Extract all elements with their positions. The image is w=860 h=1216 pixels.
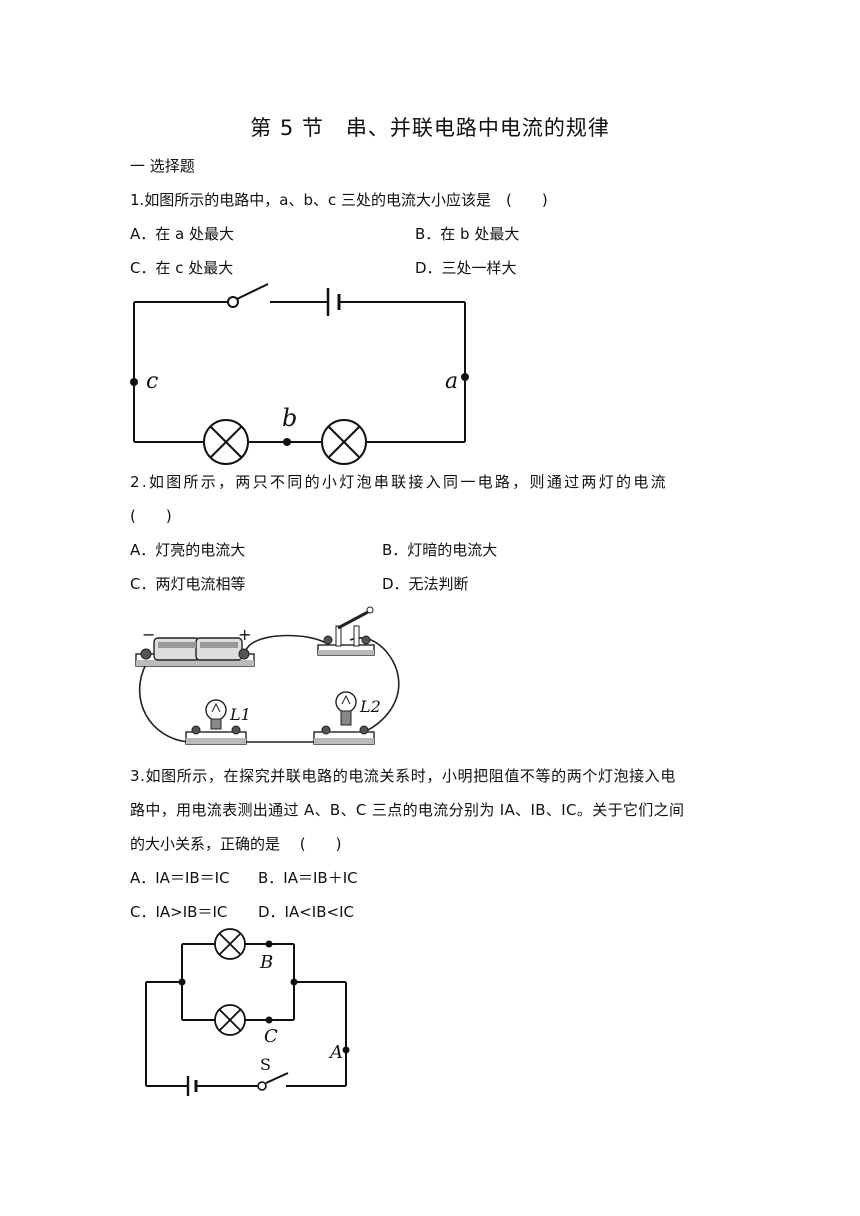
lamp-upper-icon [214, 928, 246, 960]
label-b: b [282, 404, 297, 432]
question-2-stem-line-1: 2.如图所示，两只不同的小灯泡串联接入同一电路，则通过两灯的电流 [130, 473, 668, 491]
question-1-option-d[interactable]: D．三处一样大 [415, 259, 517, 277]
question-3-stem-line-1: 3.如图所示，在探究并联电路的电流关系时，小明把阻值不等的两个灯泡接入电 [130, 767, 676, 785]
node-a [461, 373, 469, 381]
knife-switch-icon [317, 606, 375, 656]
label-c: c [146, 369, 158, 394]
bulb-l1-label: L1 [229, 705, 251, 724]
question-3-option-c[interactable]: C．IA>IB＝IC [130, 903, 228, 921]
question-3-option-a[interactable]: A．IA＝IB＝IC [130, 869, 230, 887]
node-b [283, 438, 291, 446]
question-2-option-c[interactable]: C．两灯电流相等 [130, 575, 246, 593]
question-2-option-d[interactable]: D．无法判断 [382, 575, 469, 593]
label-a: a [445, 369, 458, 394]
bulb-l1-icon [185, 699, 247, 745]
switch-s-blade [265, 1072, 289, 1084]
question-3-stem-line-2: 路中，用电流表测出通过 A、B、C 三点的电流分别为 IA、IB、IC。关于它们… [130, 801, 685, 819]
question-1-stem: 1.如图所示的电路中，a、b、c 三处的电流大小应该是 ( ) [130, 191, 548, 209]
switch-s-pivot [257, 1081, 267, 1091]
battery-positive-label: + [238, 625, 251, 644]
question-2-option-a[interactable]: A．灯亮的电流大 [130, 541, 246, 559]
label-s: S [260, 1055, 271, 1074]
lamp-lower-icon [214, 1004, 246, 1036]
battery-holder-icon [135, 637, 255, 667]
switch-pivot [227, 296, 239, 308]
question-3-stem-line-3: 的大小关系，正确的是 ( ) [130, 835, 342, 853]
question-2-option-b[interactable]: B．灯暗的电流大 [382, 541, 498, 559]
question-3-option-d[interactable]: D．IA<IB<IC [258, 903, 354, 921]
question-1-option-b[interactable]: B．在 b 处最大 [415, 225, 520, 243]
bulb-l2-icon [313, 691, 375, 745]
page-title: 第 5 节 串、并联电路中电流的规律 [250, 116, 610, 140]
question-1-option-a[interactable]: A．在 a 处最大 [130, 225, 234, 243]
node-c-dot [265, 1016, 273, 1024]
question-1-option-c[interactable]: C．在 c 处最大 [130, 259, 234, 277]
bulb-l2-label: L2 [359, 697, 381, 716]
question-3-option-b[interactable]: B．IA＝IB＋IC [258, 869, 358, 887]
question-2-stem-line-2: ( ) [130, 507, 172, 525]
label-b: B [259, 952, 273, 973]
label-a: A [328, 1042, 343, 1063]
section-heading: 一 选择题 [130, 157, 195, 175]
switch-blade [236, 283, 269, 300]
node-a-dot [342, 1046, 350, 1054]
node-b-dot [265, 940, 273, 948]
node-c [130, 378, 138, 386]
label-c: C [264, 1026, 278, 1047]
lamp-2-icon [321, 419, 367, 465]
lamp-1-icon [203, 419, 249, 465]
battery-negative-label: − [142, 625, 155, 644]
